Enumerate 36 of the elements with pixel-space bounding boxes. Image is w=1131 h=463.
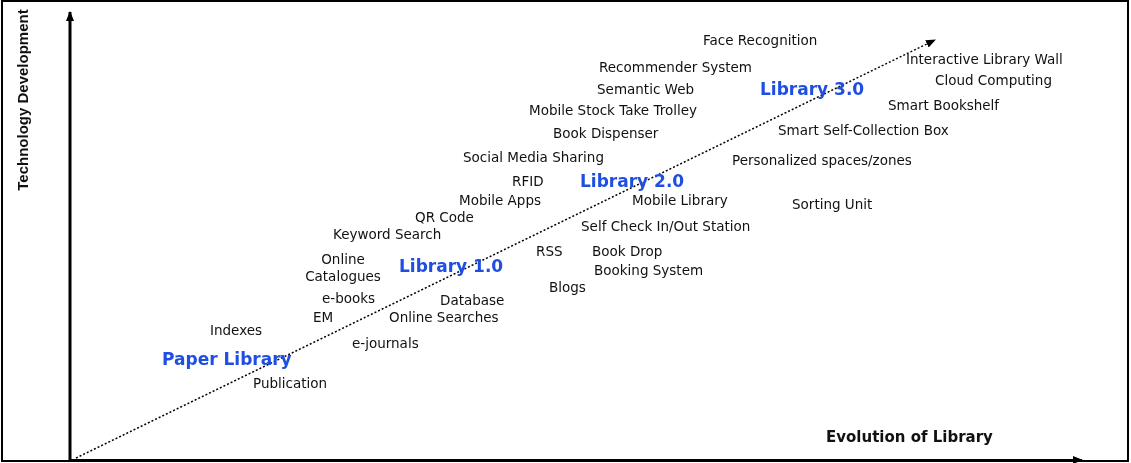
technology-label: Self Check In/Out Station [581,218,751,235]
technology-label: Face Recognition [703,32,818,49]
technology-label: Mobile Stock Take Trolley [529,102,698,119]
technology-label: Book Drop [592,243,663,260]
technology-label: Cloud Computing [935,72,1052,89]
era-label: Library 2.0 [580,171,685,191]
technology-label: Keyword Search [333,226,442,243]
era-label: Library 1.0 [399,256,504,276]
technology-label: e-journals [352,335,419,352]
technology-label: EM [313,309,334,326]
technology-label: Mobile Library [632,192,728,209]
technology-label: RSS [536,243,563,260]
axis-title: Evolution of Library [826,429,993,446]
technology-label: Smart Self-Collection Box [778,122,949,139]
era-label: Library 3.0 [760,79,865,99]
technology-label: Recommender System [599,59,752,76]
technology-label: Sorting Unit [792,196,873,213]
technology-label: Online Searches [389,309,499,326]
technology-label: QR Code [415,209,474,226]
technology-label: Booking System [594,262,704,279]
technology-label: Publication [253,375,328,392]
technology-label: RFID [512,173,544,190]
technology-label: Personalized spaces/zones [732,152,912,169]
technology-label: e-books [322,290,376,307]
era-label: Paper Library [162,349,292,369]
technology-label: Blogs [549,279,586,296]
technology-label: Online Catalogues [304,251,382,285]
technology-label: Indexes [210,322,263,339]
technology-label: Interactive Library Wall [906,51,1063,68]
technology-label: Book Dispenser [553,125,659,142]
technology-label: Semantic Web [597,81,695,98]
technology-label: Smart Bookshelf [888,97,1000,114]
technology-label: Database [440,292,505,309]
technology-label: Social Media Sharing [463,149,604,166]
technology-label: Mobile Apps [459,192,541,209]
axis-title: Technology Development [13,9,31,191]
